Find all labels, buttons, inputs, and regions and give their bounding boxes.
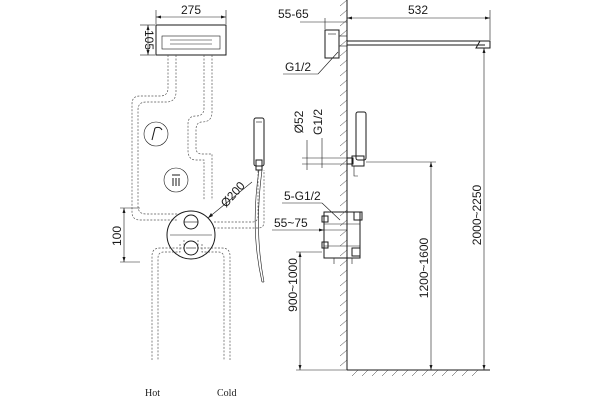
concealed-valve-body [321,211,363,264]
rain-shower-head-front [155,24,227,56]
dimension-d52: Ø52 [292,110,352,170]
dim-5-g12-label: 5-G1/2 [284,189,321,203]
cold-label: Cold [217,388,236,399]
dim-55-65-label: 55-65 [278,7,309,21]
hand-shower-front [253,117,265,283]
dimension-diameter: Ø200 [207,179,253,219]
dimension-width: 275 [155,3,227,24]
dim-900-1000-label: 900~1000 [286,258,300,312]
dim-105-label: 105 [142,30,156,50]
dimension-55-75: 55~75 [272,216,347,232]
dim-2000-2250-label: 2000~2250 [470,184,484,245]
shower-arm-side [324,29,491,59]
dimension-g12-top: G1/2 [283,51,339,75]
dimension-900-1000: 900~1000 [286,251,347,371]
dim-532-label: 532 [408,3,428,17]
front-view: 275 105 [110,3,265,399]
concealed-pipework [131,55,265,360]
dimension-2000-2250: 2000~2250 [470,48,486,370]
dim-d200-label: Ø200 [218,179,248,210]
dim-55-75-label: 55~75 [274,216,308,230]
dimension-height: 105 [140,24,156,56]
dimension-g12-mid: G1/2 [311,109,325,168]
dimension-100: 100 [110,207,140,263]
side-view: 55-65 532 G1/2 Ø52 [272,0,491,377]
rain-shower-function-icon [143,121,169,147]
dim-275-label: 275 [181,3,201,17]
hot-label: Hot [145,388,160,399]
dim-g12-mid-label: G1/2 [311,109,325,135]
dim-100-label: 100 [110,226,124,246]
dimension-55-65: 55-65 [278,7,347,29]
dimension-532: 532 [347,3,491,40]
floor-line [347,369,490,377]
mixer-control-plate [166,210,216,260]
dimension-1200-1600: 1200~1600 [366,161,436,370]
hand-shower-side [346,111,367,177]
wall-section [339,0,348,370]
dim-d52-label: Ø52 [292,110,306,133]
hand-shower-function-icon [163,167,189,193]
dim-g12-top-label: G1/2 [285,60,311,74]
dim-1200-1600-label: 1200~1600 [417,237,431,298]
